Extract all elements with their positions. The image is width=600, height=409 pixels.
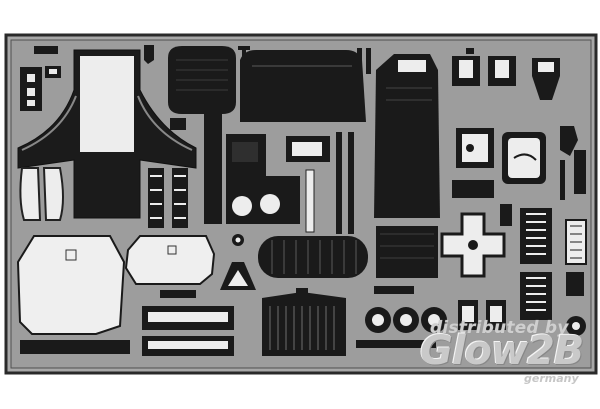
part-ladder-a — [148, 168, 164, 228]
part-small-tab — [34, 46, 58, 54]
part-handle — [560, 126, 578, 156]
part-instrument-panel — [240, 50, 366, 122]
part-vertical-strut-pair — [357, 48, 362, 74]
watermark-country: germany — [524, 372, 579, 385]
part-mini-block — [170, 118, 186, 130]
part-floor-plate-right — [124, 235, 216, 285]
part-rail-2 — [336, 132, 342, 234]
part-small-dark-tab — [160, 290, 196, 298]
part-long-bar — [356, 340, 436, 348]
part-rail-3 — [348, 132, 354, 234]
part-tall-frame — [374, 54, 440, 218]
part-long-strip — [204, 114, 222, 224]
part-frame-base — [376, 226, 438, 278]
part-thin-rod — [560, 160, 565, 200]
part-rail-1 — [305, 169, 315, 233]
part-curved-clip-right — [42, 167, 64, 221]
part-ribbed-panel-lower — [520, 272, 552, 320]
part-ribbed-panel-upper — [520, 208, 552, 264]
part-small-square — [466, 48, 474, 54]
watermark-distributed-by: distributed by — [430, 318, 569, 338]
part-t-bracket — [238, 46, 250, 50]
part-oval-grille — [258, 236, 368, 278]
part-grille-cap — [296, 288, 308, 294]
part-bolt-block — [500, 204, 512, 226]
part-narrow-plate — [574, 150, 586, 194]
part-hook — [144, 45, 154, 64]
part-floor-plate-left — [16, 235, 126, 335]
part-base-strip — [20, 340, 130, 354]
watermark-brand-logo: Glow2B — [420, 328, 584, 374]
part-seat-window — [80, 56, 134, 152]
part-ladder-b — [172, 168, 188, 228]
part-curved-clip-left — [19, 167, 42, 221]
